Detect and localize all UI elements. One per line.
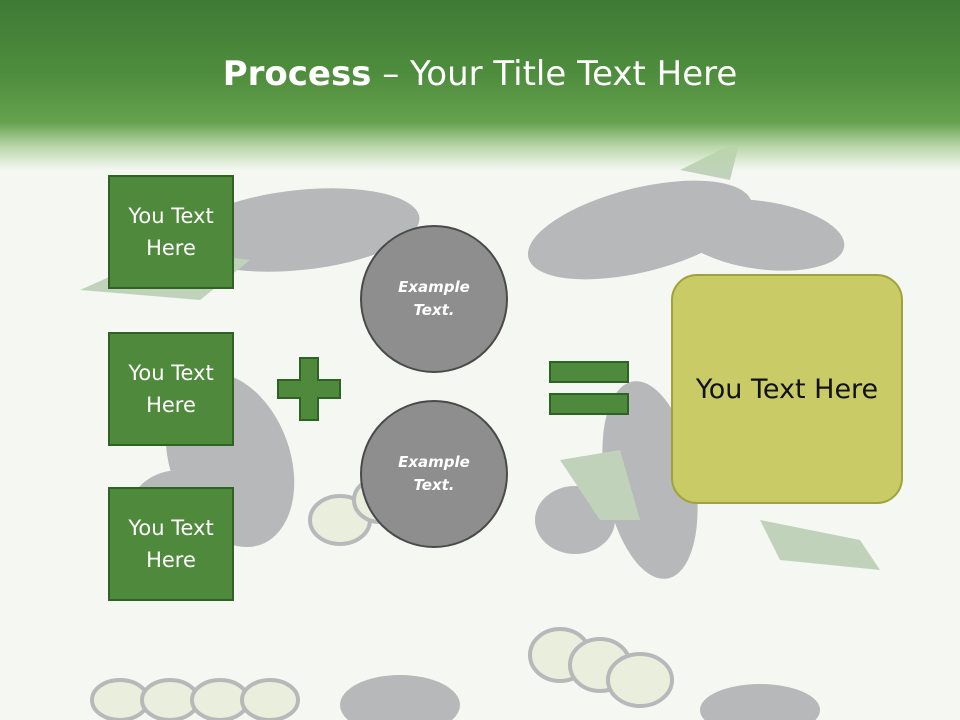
title-bold: Process — [222, 54, 372, 94]
equals-icon — [549, 361, 629, 415]
example-circle-1: Example Text. — [360, 225, 508, 373]
text-box-2: You Text Here — [108, 332, 234, 446]
text-box-label: You Text Here — [128, 361, 214, 417]
text-box-label: You Text Here — [128, 516, 214, 572]
title-rest: – Your Title Text Here — [371, 54, 738, 94]
result-box: You Text Here — [671, 274, 903, 504]
text-box-label: You Text Here — [128, 204, 214, 260]
circle-label: Example Text. — [398, 278, 470, 319]
text-box-1: You Text Here — [108, 175, 234, 289]
slide-title: Process – Your Title Text Here — [0, 52, 960, 96]
title-bar — [0, 0, 960, 170]
circle-label: Example Text. — [398, 453, 470, 494]
text-box-3: You Text Here — [108, 487, 234, 601]
result-label: You Text Here — [695, 373, 879, 405]
plus-icon — [277, 357, 341, 421]
example-circle-2: Example Text. — [360, 400, 508, 548]
